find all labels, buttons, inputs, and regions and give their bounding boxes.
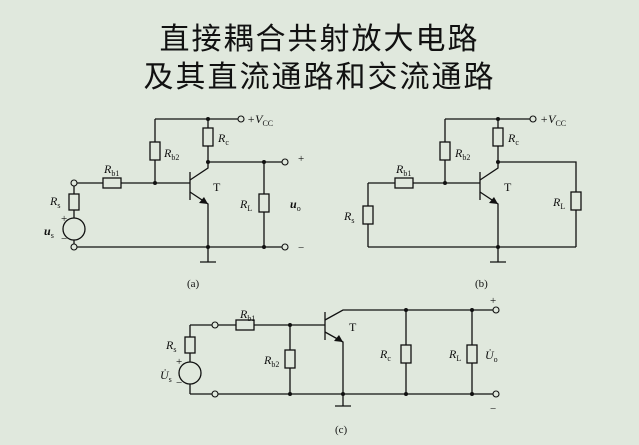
- label-rb2-a: Rb2: [163, 146, 179, 162]
- resistor-rb1-c: [235, 319, 255, 331]
- output-terminal-top-a: [281, 158, 289, 166]
- label-rb2-b: Rb2: [454, 146, 470, 162]
- resistor-rs-c: [184, 336, 196, 354]
- output-terminal-bottom-a: [281, 243, 289, 251]
- label-rs-c: Rs: [165, 338, 176, 354]
- resistor-rb2-b: [439, 141, 451, 161]
- caption-c: (c): [335, 424, 348, 436]
- resistor-rb2-a: [149, 141, 161, 161]
- label-rl-b: RL: [552, 195, 565, 211]
- svg-text:+: +: [61, 213, 67, 225]
- circuit-b: +VCC Rb2 Rc RL T Rb1 Rs (b): [343, 112, 582, 290]
- transistor-label-b: T: [504, 180, 512, 194]
- voltage-source-a: [62, 217, 86, 241]
- resistor-rl-c: [466, 344, 478, 364]
- label-us-a: us: [44, 224, 54, 240]
- resistor-rb1-b: [394, 177, 414, 189]
- label-rl-a: RL: [239, 197, 252, 213]
- resistor-rc-a: [202, 127, 214, 147]
- label-rs-a: Rs: [49, 194, 60, 210]
- voltage-source-c: [178, 361, 202, 385]
- output-terminal-top-c: [492, 306, 500, 314]
- resistor-rl-a: [258, 193, 270, 213]
- label-rc-b: Rc: [507, 131, 519, 147]
- svg-text:−: −: [61, 233, 67, 245]
- slide-title-line-1: 直接耦合共射放大电路: [159, 22, 480, 57]
- resistor-rs-a: [68, 193, 80, 211]
- svg-text:+VCC: +VCC: [247, 112, 273, 128]
- label-rs-b: Rs: [343, 209, 354, 225]
- caption-b: (b): [475, 278, 488, 290]
- resistor-rl-b: [570, 191, 582, 211]
- output-terminal-bottom-c: [492, 390, 500, 398]
- label-us-c: U̇s: [160, 368, 172, 384]
- slide-title-line-2: 及其直流通路和交流通路: [143, 60, 496, 95]
- label-rc-a: Rc: [217, 131, 229, 147]
- circuit-a: +VCC Rb2 Rc + RL uo T Rb1 Rs: [44, 112, 304, 290]
- svg-text:+: +: [176, 356, 182, 368]
- svg-text:+: +: [490, 295, 496, 307]
- transistor-label-a: T: [213, 180, 221, 194]
- resistor-rs-b: [362, 205, 374, 225]
- svg-text:−: −: [298, 242, 304, 254]
- caption-a: (a): [187, 278, 200, 290]
- label-uo-c: U̇o: [485, 348, 498, 364]
- resistor-rc-c: [400, 344, 412, 364]
- transistor-label-c: T: [349, 320, 357, 334]
- svg-text:+: +: [298, 153, 304, 165]
- vcc-terminal-a: [237, 115, 245, 123]
- svg-text:−: −: [176, 377, 182, 389]
- label-uo-a: uo: [290, 197, 301, 213]
- label-rl-c: RL: [448, 347, 461, 363]
- svg-text:+VCC: +VCC: [540, 112, 566, 128]
- label-rb1-b: Rb1: [395, 162, 411, 178]
- label-rb1-a: Rb1: [103, 162, 119, 178]
- circuit-c: Rb1 Rb2 T + Rc RL U̇o Rs + − U̇s: [160, 295, 500, 436]
- svg-text:−: −: [490, 403, 496, 415]
- label-rb2-c: Rb2: [263, 353, 279, 369]
- vcc-terminal-b: [529, 115, 537, 123]
- label-rb1-c: Rb1: [239, 307, 255, 323]
- resistor-rb2-c: [284, 349, 296, 369]
- resistor-rc-b: [492, 127, 504, 147]
- resistor-rb1-a: [102, 177, 122, 189]
- label-rc-c: Rc: [379, 347, 391, 363]
